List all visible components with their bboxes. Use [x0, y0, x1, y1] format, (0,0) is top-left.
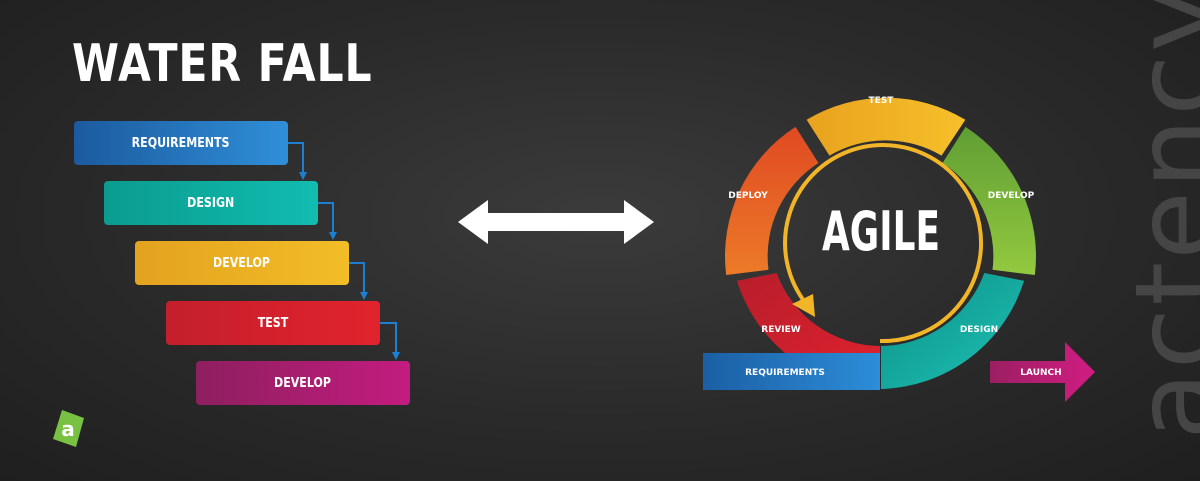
waterfall-step-label: DEVELOP	[213, 255, 271, 271]
connector-arrow	[349, 262, 368, 300]
agile-label-develop: DEVELOP	[988, 191, 1035, 201]
waterfall-step-label: DESIGN	[187, 195, 235, 211]
agile-segment-deploy	[724, 126, 819, 276]
waterfall-title: WATER FALL	[72, 34, 373, 94]
waterfall-step-test: TEST	[166, 301, 380, 345]
brand-logo-icon: a	[53, 410, 84, 447]
agile-label-deploy: DEPLOY	[728, 191, 768, 201]
waterfall-step-develop-final: DEVELOP	[196, 361, 410, 405]
cycle-arrowhead-icon	[792, 294, 815, 317]
agile-label-test: TEST	[869, 96, 895, 106]
cycle-arrow	[783, 143, 984, 344]
waterfall-step-requirements: REQUIREMENTS	[74, 121, 288, 165]
agile-label-launch: LAUNCH	[1020, 368, 1061, 378]
agile-segment-test	[806, 97, 966, 156]
double-arrow-icon	[458, 200, 654, 244]
agile-launch-arrow	[990, 342, 1095, 402]
waterfall-step-label: REQUIREMENTS	[132, 135, 230, 151]
agile-segment-design	[881, 273, 1025, 389]
agile-segment-develop	[942, 126, 1037, 276]
waterfall-step-label: DEVELOP	[274, 375, 332, 391]
waterfall-connectors	[288, 142, 400, 360]
agile-label-review: REVIEW	[761, 325, 801, 335]
waterfall-step-develop: DEVELOP	[135, 241, 349, 285]
agile-title: AGILE	[822, 200, 940, 263]
brand-logo-letter: a	[61, 417, 75, 441]
agile-requirements-bar	[703, 353, 880, 390]
agile-label-requirements: REQUIREMENTS	[745, 368, 825, 378]
agile-label-design: DESIGN	[960, 325, 998, 335]
connector-arrow	[288, 142, 307, 180]
connector-arrow	[318, 202, 337, 240]
waterfall-step-design: DESIGN	[104, 181, 318, 225]
connector-arrow	[380, 322, 400, 360]
waterfall-step-label: TEST	[257, 315, 289, 331]
